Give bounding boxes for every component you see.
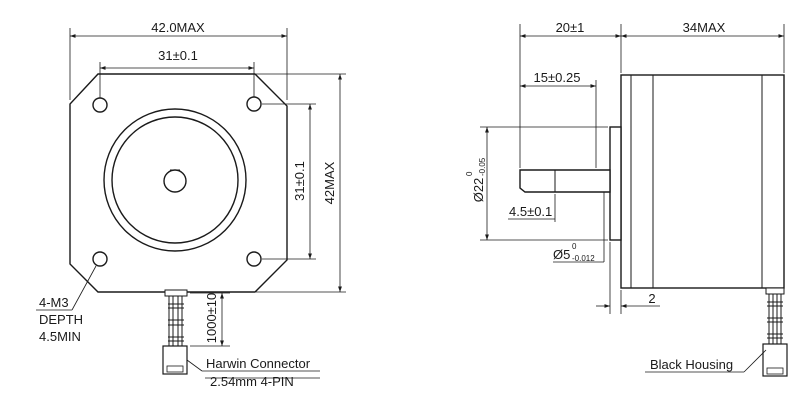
shaft-circle — [163, 169, 187, 193]
dim-height-label: 42MAX — [322, 161, 337, 204]
housing-pins — [766, 367, 784, 375]
black-housing — [762, 343, 788, 377]
dim-body-label: 34MAX — [683, 20, 726, 35]
dim-shaft-lower: -0.012 — [572, 254, 595, 263]
mount-hole-bl — [92, 251, 108, 267]
dim-cable-label: 1000±10 — [204, 293, 219, 344]
cable-exit — [164, 289, 188, 297]
connector-leader — [186, 359, 203, 372]
dim-pilot-height-label: 2 — [648, 291, 655, 306]
hole-leader — [71, 265, 97, 311]
dim-flat-label: 15±0.25 — [534, 70, 581, 85]
dim-shaft-dia: Ø5 — [553, 247, 570, 262]
cable-wires — [168, 296, 184, 346]
dim-pilot-label: Ø22 0 -0.05 — [465, 157, 487, 202]
pilot-inner-ring — [111, 116, 239, 244]
dim-shaft-upper: 0 — [572, 242, 577, 251]
mount-hole-spec: 4-M3 — [39, 295, 69, 310]
mount-hole-br — [246, 251, 262, 267]
dim-shaft-label: 20±1 — [556, 20, 585, 35]
connector-pins — [166, 365, 184, 373]
mount-hole-depth: DEPTH — [39, 312, 83, 327]
side-cable-exit — [765, 287, 785, 295]
side-view: 20±1 34MAX 15±0.25 Ø22 0 -0.05 4.5±0.1 Ø… — [465, 20, 788, 377]
mount-hole-tr — [246, 96, 262, 112]
shaft — [519, 169, 611, 193]
pilot-outer-ring — [103, 108, 247, 252]
front-face-outline — [69, 73, 288, 293]
pilot-boss — [609, 126, 622, 241]
dim-width-label: 42.0MAX — [151, 20, 205, 35]
mount-hole-tl — [92, 97, 108, 113]
motor-body — [620, 74, 785, 289]
housing-leader — [743, 349, 767, 373]
connector-name: Harwin Connector — [206, 356, 311, 371]
dim-pilot-upper: 0 — [465, 171, 474, 176]
mount-hole-depth-value: 4.5MIN — [39, 329, 81, 344]
front-view: 42.0MAX 31±0.1 31±0.1 42MAX — [36, 20, 346, 389]
dim-pilot-dia: Ø22 — [471, 178, 486, 203]
dim-hole-h-label: 31±0.1 — [158, 48, 198, 63]
dim-hole-v-label: 31±0.1 — [292, 161, 307, 201]
dim-pilot-lower: -0.05 — [478, 157, 487, 176]
side-cable-wires — [767, 294, 783, 344]
connector-spec: 2.54mm 4-PIN — [210, 374, 294, 389]
housing-label: Black Housing — [650, 357, 733, 372]
dim-flat-depth-label: 4.5±0.1 — [509, 204, 552, 219]
